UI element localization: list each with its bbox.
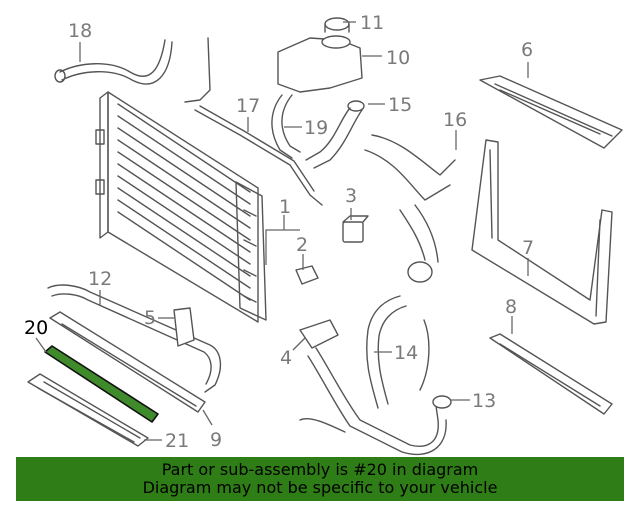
coolant-reservoir <box>277 17 363 93</box>
part-notice-banner: Part or sub-assembly is #20 in diagram D… <box>16 457 624 501</box>
callout-9: 9 <box>210 429 222 451</box>
callout-16: 16 <box>443 109 467 131</box>
callout-20: 20 <box>24 317 48 339</box>
part-20-highlighted <box>44 345 159 423</box>
part-21 <box>27 373 149 447</box>
hose-15 <box>305 100 365 169</box>
callout-8: 8 <box>505 296 517 318</box>
bar-9 <box>49 311 206 413</box>
hose-19 <box>271 94 301 159</box>
callout-12: 12 <box>88 268 112 290</box>
banner-line-2: Diagram may not be specific to your vehi… <box>142 478 498 497</box>
hose-assembly <box>299 319 452 456</box>
callout-6: 6 <box>521 39 533 61</box>
clip-4 <box>299 319 339 349</box>
leader-lines <box>35 21 529 441</box>
frame-7 <box>471 139 613 325</box>
callout-15: 15 <box>388 94 412 116</box>
callout-1: 1 <box>279 196 291 218</box>
callout-3: 3 <box>345 185 357 207</box>
bracket-8 <box>489 333 613 415</box>
pump-16 <box>364 134 456 283</box>
clip-2 <box>295 265 319 285</box>
callout-5: 5 <box>144 307 156 329</box>
callout-14: 14 <box>394 342 418 364</box>
callout-numbers: 1 2 3 4 5 6 7 8 9 10 11 12 13 14 15 16 1… <box>24 12 534 452</box>
hose-18 <box>54 39 173 85</box>
callout-11: 11 <box>360 12 384 34</box>
bar-12 <box>47 284 222 393</box>
callout-2: 2 <box>296 234 308 256</box>
shield-6 <box>479 75 623 149</box>
callout-18: 18 <box>68 20 92 42</box>
callout-21: 21 <box>165 430 189 452</box>
hose-14 <box>366 295 407 409</box>
pipe-17 <box>184 37 323 206</box>
callout-4: 4 <box>280 347 292 369</box>
sensor-3 <box>342 215 369 243</box>
callout-10: 10 <box>386 47 410 69</box>
callout-13: 13 <box>472 390 496 412</box>
callout-17: 17 <box>236 95 260 117</box>
banner-line-1: Part or sub-assembly is #20 in diagram <box>161 460 479 479</box>
radiator <box>95 91 267 323</box>
callout-19: 19 <box>304 117 328 139</box>
bracket-5 <box>173 307 195 347</box>
callout-7: 7 <box>522 237 534 259</box>
